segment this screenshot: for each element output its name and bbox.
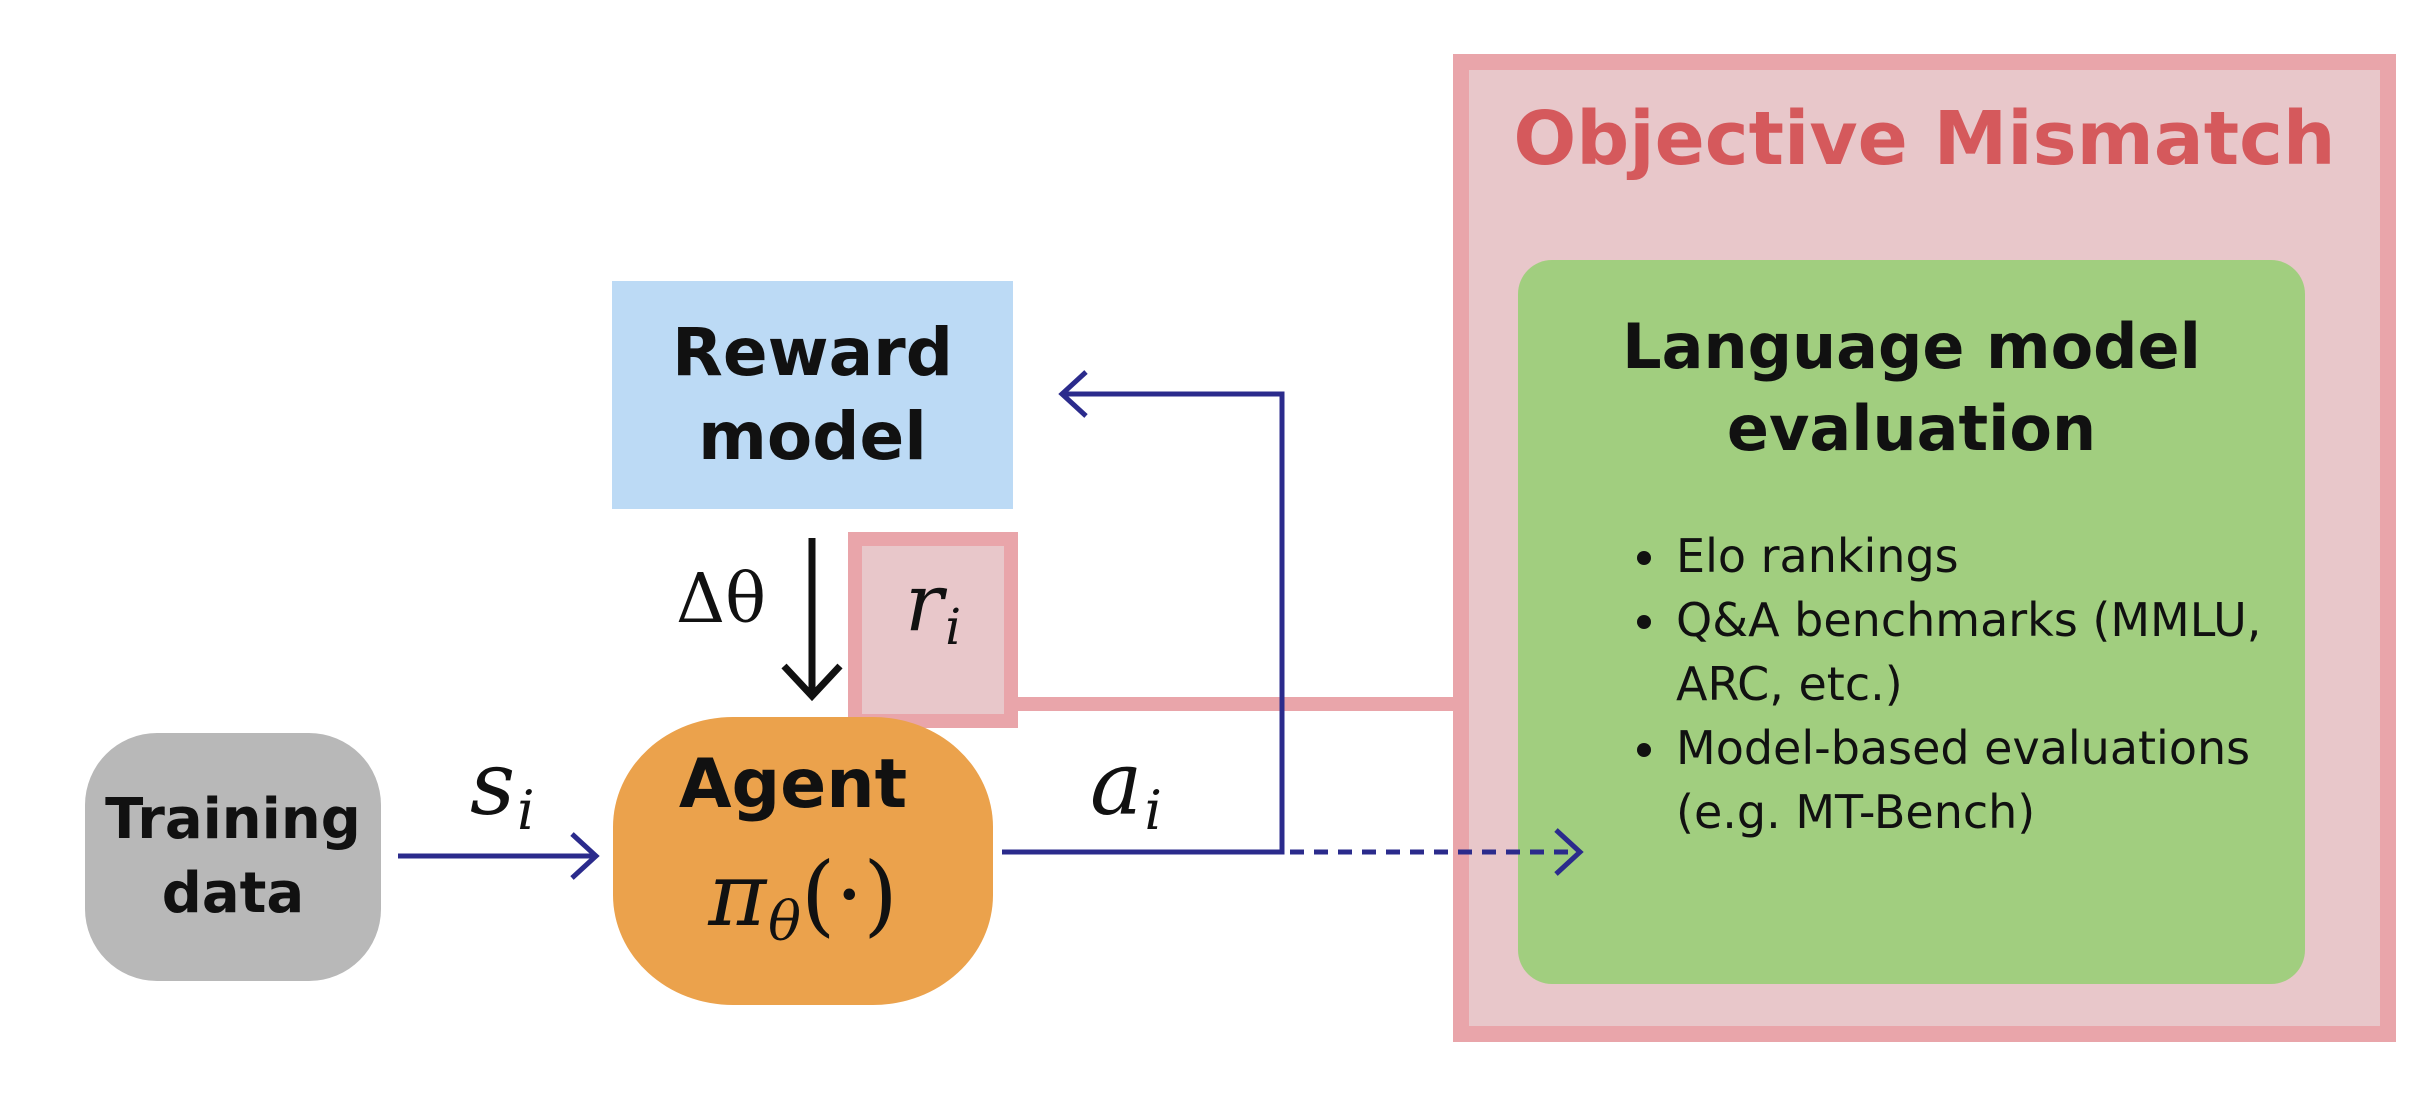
evaluation-dashed-arrow-head [1554,828,1584,876]
list-item: Elo rankings [1672,524,2332,588]
state-symbol: s [470,732,516,835]
list-item: Model-based evaluations (e.g. MT-Bench) [1672,716,2332,844]
policy-subscript: θ [768,889,802,954]
action-feedback-arrow-head [1058,370,1088,418]
action-label: ai [1090,732,1162,842]
action-symbol: a [1090,732,1143,835]
mismatch-connector-bar [985,697,1455,711]
action-feedback-path [1002,391,1285,855]
update-arrow-head [781,663,843,702]
reward-signal-subscript: i [945,597,962,656]
evaluation-methods-list: Elo rankings Q&A benchmarks (MMLU, ARC, … [1610,524,2332,844]
policy-label: πθ(·) [613,843,993,953]
lm-eval-title-line2: evaluation [1726,392,2097,465]
agent-box [613,717,993,1005]
training-data-line1: Training [105,787,361,852]
parameter-update-label: Δθ [676,560,767,639]
language-model-evaluation-box [1518,260,2305,984]
reward-signal-symbol: r [904,556,944,649]
lm-eval-title-line1: Language model [1622,310,2201,383]
policy-argument: (·) [801,843,898,946]
action-subscript: i [1144,778,1162,843]
policy-symbol: π [708,843,767,946]
language-model-evaluation-title: Language model evaluation [1518,306,2305,470]
state-subscript: i [517,778,535,843]
state-label: si [470,732,535,842]
reward-model-box: Reward model [612,281,1013,509]
reward-model-line2: model [698,398,927,475]
list-item: Q&A benchmarks (MMLU, ARC, etc.) [1672,588,2332,716]
reward-signal-highlight [848,532,1018,728]
objective-mismatch-title: Objective Mismatch [1513,96,2336,182]
training-data-line2: data [161,861,305,926]
reward-signal-label: ri [862,556,1004,656]
reward-model-line1: Reward [672,314,953,391]
agent-label: Agent [678,745,908,824]
state-arrow-head [570,832,600,880]
training-data-box: Training data [85,733,381,981]
